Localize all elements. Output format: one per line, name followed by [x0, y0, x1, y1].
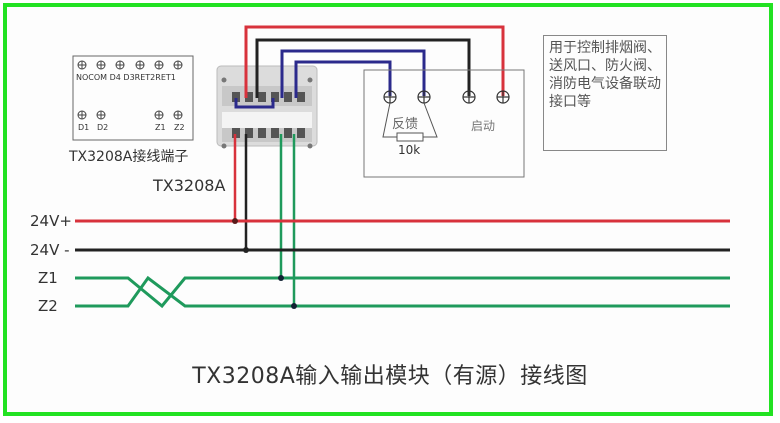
- top-terminal-icons: [77, 60, 183, 70]
- start-label: 启动: [471, 119, 496, 133]
- bus-label-z1: Z1: [38, 269, 58, 287]
- device-wires: [234, 25, 505, 109]
- device-terminal-icons: [383, 90, 510, 104]
- terminal-com: COM: [88, 73, 108, 82]
- junction-dots: [232, 218, 297, 309]
- terminal-z1: Z1: [155, 123, 166, 132]
- bus-label-z2: Z2: [38, 297, 58, 315]
- terminal-d3: D3: [123, 73, 135, 82]
- bus-lines: [75, 219, 730, 309]
- bus-label-24v-plus: 24V+: [30, 212, 72, 230]
- terminal-ret2: RET2: [134, 73, 156, 82]
- terminal-ret1: RET1: [155, 73, 176, 82]
- bottom-terminal-icons: [77, 110, 183, 120]
- terminal-label-row-top: NOCOM D4 D3RET2RET1: [76, 73, 176, 82]
- usage-note: 用于控制排烟阀、送风口、防火阀、消防电气设备联动接口等: [543, 35, 667, 151]
- terminal-block-caption: TX3208A接线端子: [69, 149, 189, 165]
- terminal-d2: D2: [97, 123, 109, 132]
- resistor-icon: [382, 102, 438, 142]
- device-box: [363, 69, 525, 178]
- terminal-d1: D1: [78, 123, 90, 132]
- terminal-z2: Z2: [174, 123, 185, 132]
- diagram-frame: [3, 3, 773, 416]
- terminal-no: NO: [76, 73, 89, 82]
- diagram-title: TX3208A输入输出模块（有源）接线图: [192, 364, 588, 389]
- bus-label-24v-minus: 24V -: [30, 241, 70, 259]
- terminal-block-outline: [72, 55, 194, 141]
- feedback-label: 反馈: [392, 117, 419, 132]
- module-label: TX3208A: [153, 176, 226, 195]
- terminal-d4: D4: [109, 73, 121, 82]
- resistor-label: 10k: [398, 143, 421, 157]
